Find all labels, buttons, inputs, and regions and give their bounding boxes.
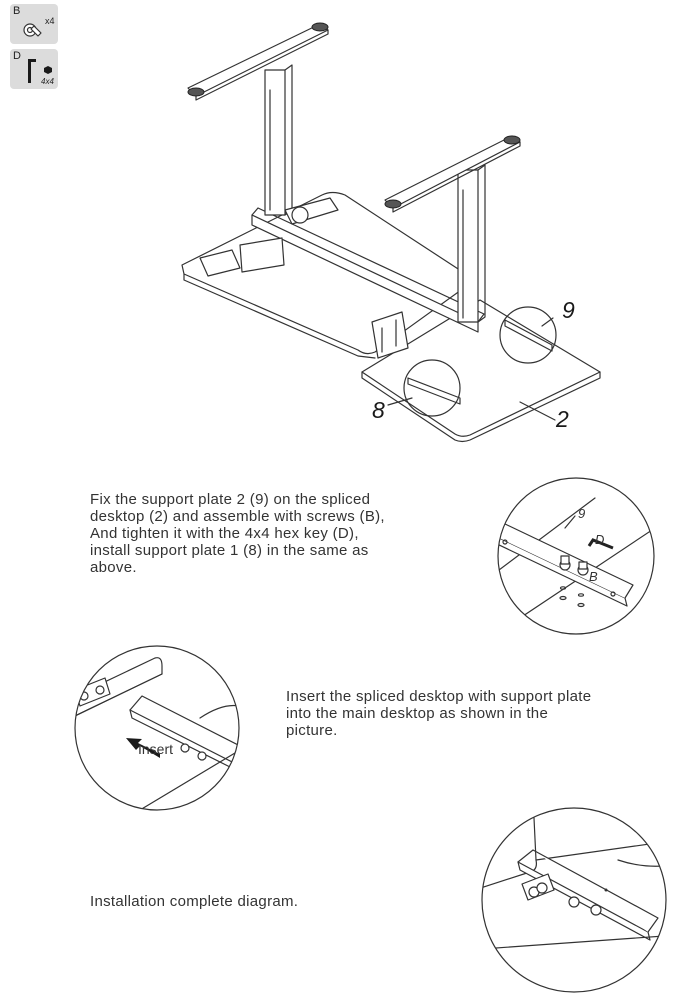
callout-spliced-desktop: 2 (556, 406, 569, 432)
callout-support-plate-1: 8 (372, 397, 385, 423)
step-1-detail-diagram (497, 477, 655, 635)
step-1-screw-label: B (589, 569, 598, 584)
part-b-quantity: x4 (45, 16, 55, 26)
step-1-key-label: D (595, 532, 605, 547)
insert-label: Insert (138, 741, 174, 757)
step-1-line: Fix the support plate 2 (9) on the splic… (90, 491, 371, 508)
step-2-detail-diagram (74, 645, 240, 811)
hex-key-icon (28, 59, 52, 83)
step-1-plate-label: 9 (578, 506, 586, 521)
step-2-line: picture. (286, 722, 338, 739)
step-1-line: And tighten it with the 4x4 hex key (D), (90, 525, 359, 542)
step-2-line: Insert the spliced desktop with support … (286, 688, 592, 705)
step-2-text: Insert the spliced desktop with support … (286, 688, 646, 739)
installation-complete-diagram (481, 807, 667, 993)
step-1-line: desktop (2) and assemble with screws (B)… (90, 508, 385, 525)
screw-icon (23, 23, 42, 37)
step-1-line: above. (90, 559, 137, 576)
step-1-line: install support plate 1 (8) in the same … (90, 542, 369, 559)
part-b-letter: B (13, 5, 21, 17)
part-d-letter: D (13, 50, 21, 62)
step-1-text: Fix the support plate 2 (9) on the splic… (90, 491, 390, 576)
desk-frame-diagram (181, 22, 601, 443)
part-b-box: B x4 (10, 4, 58, 44)
step-3-line: Installation complete diagram. (90, 893, 299, 910)
step-3-text: Installation complete diagram. (90, 893, 390, 910)
part-d-size: 4x4 (41, 77, 54, 86)
step-2-line: into the main desktop as shown in the (286, 705, 549, 722)
callout-support-plate-2: 9 (562, 297, 575, 323)
part-d-box: D 4x4 (10, 49, 58, 89)
